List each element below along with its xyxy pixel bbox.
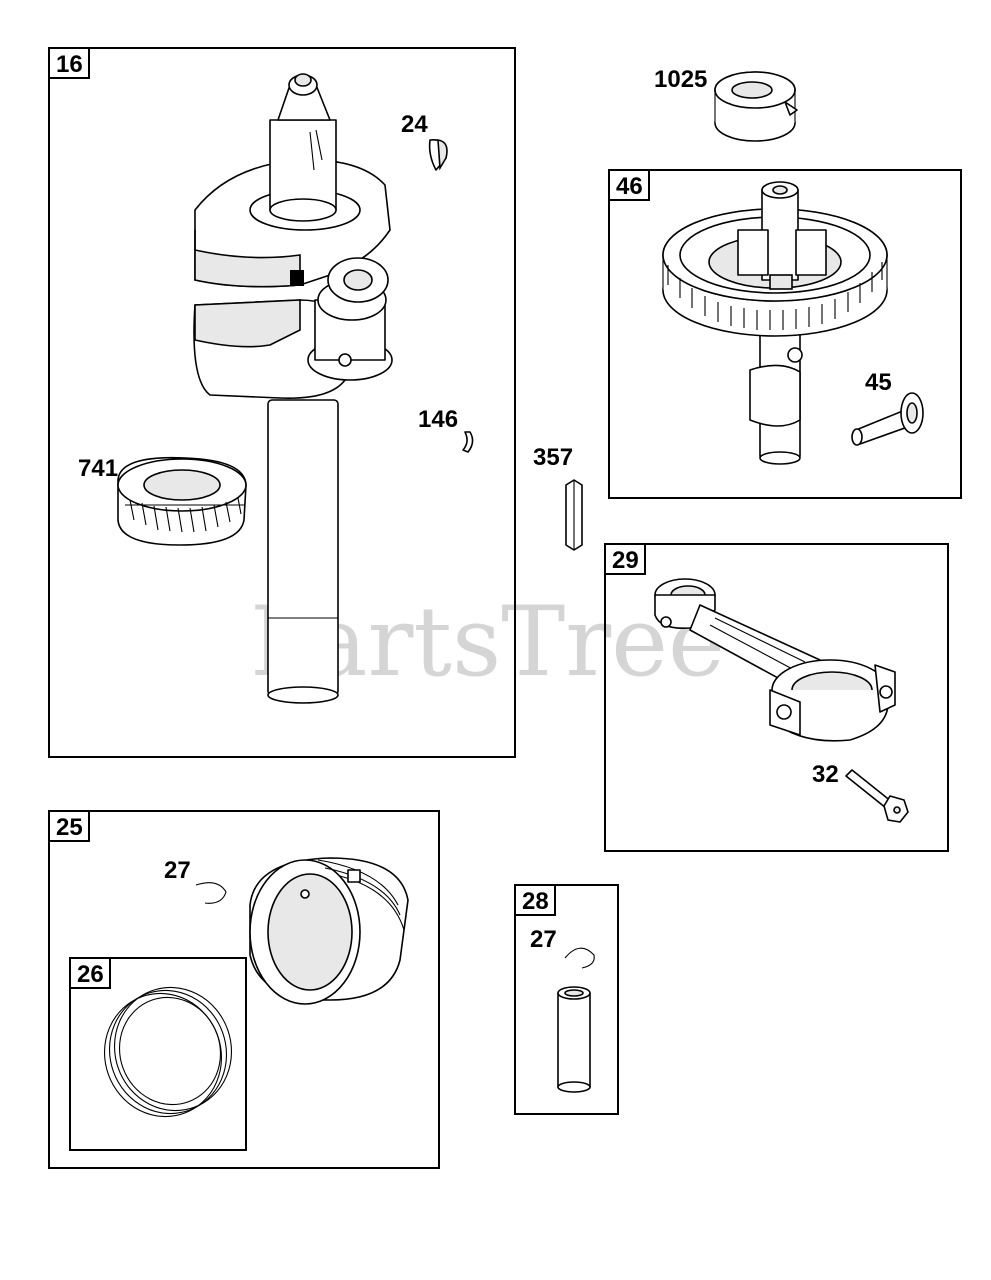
washer-1025-part[interactable] bbox=[714, 71, 798, 142]
tappet-45-part[interactable] bbox=[851, 392, 924, 446]
label-27-piston-clip: 27 bbox=[164, 857, 191, 884]
group-29-tag: 29 bbox=[612, 547, 639, 574]
group-16-tag: 16 bbox=[56, 51, 83, 78]
clip-27-part[interactable] bbox=[195, 882, 227, 904]
connecting-rod-29-part[interactable] bbox=[654, 578, 896, 742]
piston-rings-26-part[interactable] bbox=[87, 971, 248, 1133]
group-26-box: 26 bbox=[69, 957, 247, 1151]
crankshaft-part[interactable] bbox=[193, 73, 393, 704]
timing-gear-741-part[interactable] bbox=[117, 456, 247, 546]
key-24-part[interactable] bbox=[428, 139, 448, 171]
key-146-part[interactable] bbox=[462, 431, 474, 453]
group-26-tag: 26 bbox=[77, 961, 104, 988]
label-27-pin-clip: 27 bbox=[530, 926, 557, 953]
pin-clip-27-part[interactable] bbox=[564, 947, 595, 969]
group-25-box: 25 bbox=[48, 810, 440, 1169]
group-28-tag: 28 bbox=[522, 888, 549, 915]
group-46-tag: 46 bbox=[616, 173, 643, 200]
label-357: 357 bbox=[533, 444, 573, 471]
label-24: 24 bbox=[401, 111, 428, 138]
label-146: 146 bbox=[418, 406, 458, 433]
camshaft-46-part[interactable] bbox=[662, 181, 888, 465]
group-29-box: 29 bbox=[604, 543, 949, 852]
group-46-box: 46 bbox=[608, 169, 962, 499]
label-1025: 1025 bbox=[654, 66, 707, 93]
piston-pin-28-part[interactable] bbox=[557, 986, 591, 1093]
label-45: 45 bbox=[865, 369, 892, 396]
group-16-box: 16 bbox=[48, 47, 516, 758]
group-25-tag: 25 bbox=[56, 814, 83, 841]
piston-25-part[interactable] bbox=[249, 857, 409, 1005]
group-28-box: 28 bbox=[514, 884, 619, 1115]
label-32: 32 bbox=[812, 761, 839, 788]
key-357-part[interactable] bbox=[565, 479, 583, 551]
screw-32-part[interactable] bbox=[845, 769, 909, 823]
label-741: 741 bbox=[78, 455, 118, 482]
